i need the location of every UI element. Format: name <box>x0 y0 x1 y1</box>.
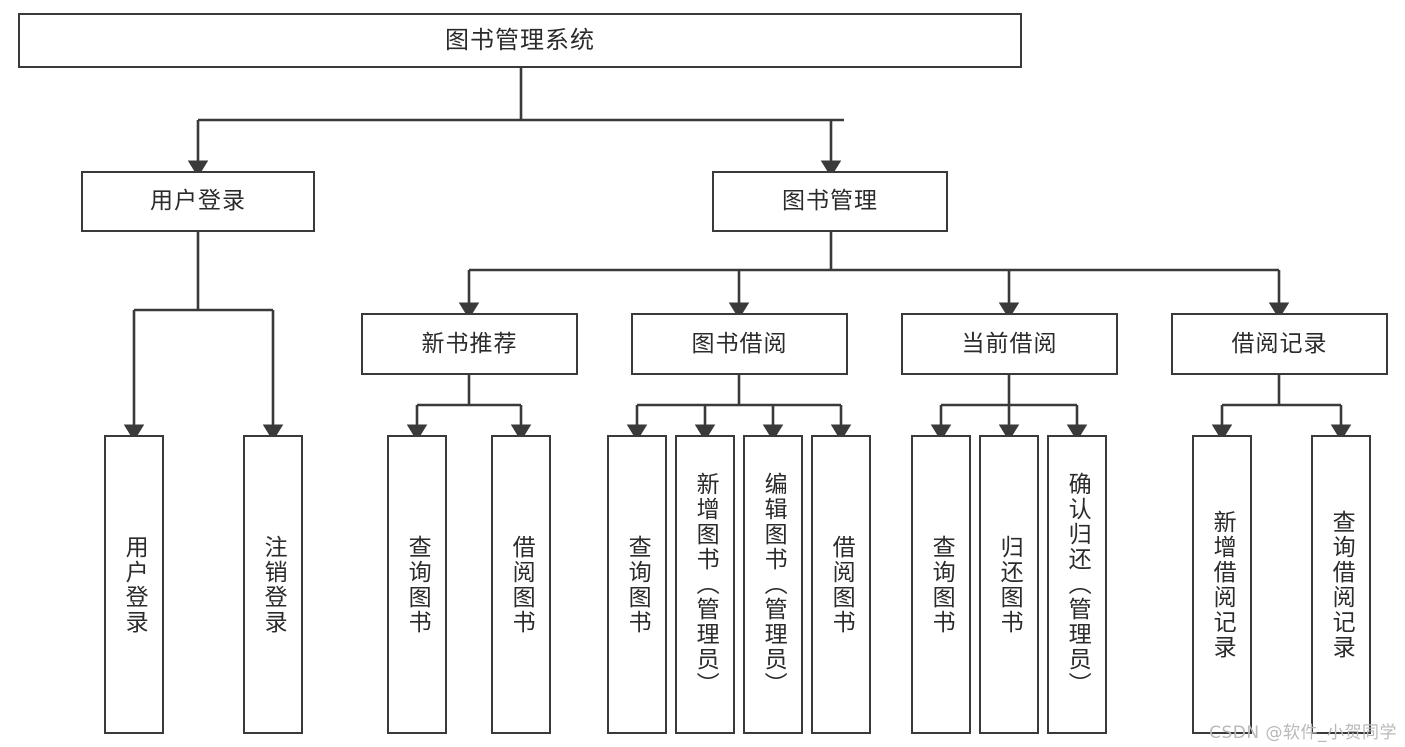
leaf-borrow-record-query[interactable]: 查询借阅记录 <box>1311 435 1371 734</box>
node-label: 用户登录 <box>150 188 246 215</box>
leaf-current-borrow-return[interactable]: 归还图书 <box>979 435 1039 734</box>
node-label: 图书管理 <box>782 188 878 215</box>
node-label: 图书管理系统 <box>445 25 595 54</box>
node-label: 确认归还（管理员） <box>1064 472 1091 697</box>
node-label: 借阅图书 <box>508 534 535 635</box>
node-label: 用户登录 <box>121 534 148 635</box>
leaf-user-login-signin[interactable]: 用户登录 <box>104 435 164 734</box>
leaf-book-borrow-query[interactable]: 查询图书 <box>607 435 667 734</box>
leaf-current-borrow-confirm-return[interactable]: 确认归还（管理员） <box>1047 435 1107 734</box>
node-label: 编辑图书（管理员） <box>760 472 787 697</box>
node-label: 新书推荐 <box>421 330 518 357</box>
node-user-login[interactable]: 用户登录 <box>81 171 315 232</box>
node-book-borrow[interactable]: 图书借阅 <box>631 313 848 375</box>
leaf-current-borrow-query[interactable]: 查询图书 <box>911 435 971 734</box>
leaf-book-borrow-add[interactable]: 新增图书（管理员） <box>675 435 735 734</box>
node-label: 图书借阅 <box>691 330 788 357</box>
node-label: 当前借阅 <box>961 330 1058 357</box>
node-book-management[interactable]: 图书管理 <box>712 171 948 232</box>
node-label: 注销登录 <box>260 534 287 635</box>
leaf-new-book-borrow[interactable]: 借阅图书 <box>491 435 551 734</box>
node-label: 查询借阅记录 <box>1328 509 1355 660</box>
leaf-borrow-record-add[interactable]: 新增借阅记录 <box>1192 435 1252 734</box>
node-label: 查询图书 <box>404 534 431 635</box>
csdn-watermark: CSDN @软件_小贺同学 <box>1209 723 1397 743</box>
node-label: 归还图书 <box>996 534 1023 635</box>
node-new-book-recommend[interactable]: 新书推荐 <box>361 313 578 375</box>
node-label: 查询图书 <box>624 534 651 635</box>
node-root-system[interactable]: 图书管理系统 <box>18 13 1022 68</box>
node-label: 借阅记录 <box>1231 330 1328 357</box>
leaf-book-borrow-edit[interactable]: 编辑图书（管理员） <box>743 435 803 734</box>
leaf-user-login-signout[interactable]: 注销登录 <box>243 435 303 734</box>
node-current-borrow[interactable]: 当前借阅 <box>901 313 1118 375</box>
node-label: 查询图书 <box>928 534 955 635</box>
node-label: 新增图书（管理员） <box>692 472 719 697</box>
node-label: 借阅图书 <box>828 534 855 635</box>
node-borrow-record[interactable]: 借阅记录 <box>1171 313 1388 375</box>
node-label: 新增借阅记录 <box>1209 509 1236 660</box>
leaf-book-borrow-borrow[interactable]: 借阅图书 <box>811 435 871 734</box>
leaf-new-book-query[interactable]: 查询图书 <box>387 435 447 734</box>
